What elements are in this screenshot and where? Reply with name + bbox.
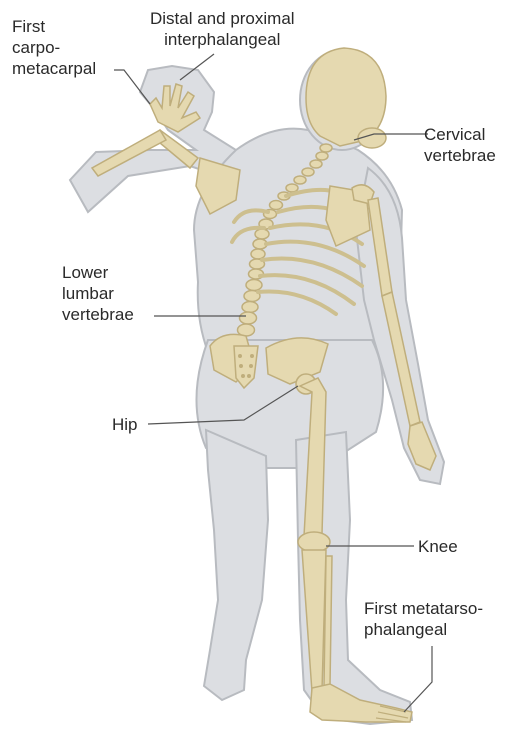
fibula [324, 556, 332, 686]
label-first-carpometacarpal: First carpo- metacarpal [12, 16, 96, 79]
label-cervical-vertebrae: Cervical vertebrae [424, 124, 496, 166]
label-interphalangeal: Distal and proximal interphalangeal [150, 8, 295, 50]
label-hip: Hip [112, 414, 138, 435]
label-knee: Knee [418, 536, 458, 557]
label-first-metatarsophalangeal: First metatarso- phalangeal [364, 598, 483, 640]
label-lower-lumbar-vertebrae: Lower lumbar vertebrae [62, 262, 134, 325]
patella-knee [298, 532, 330, 552]
body-left-leg [204, 430, 268, 700]
